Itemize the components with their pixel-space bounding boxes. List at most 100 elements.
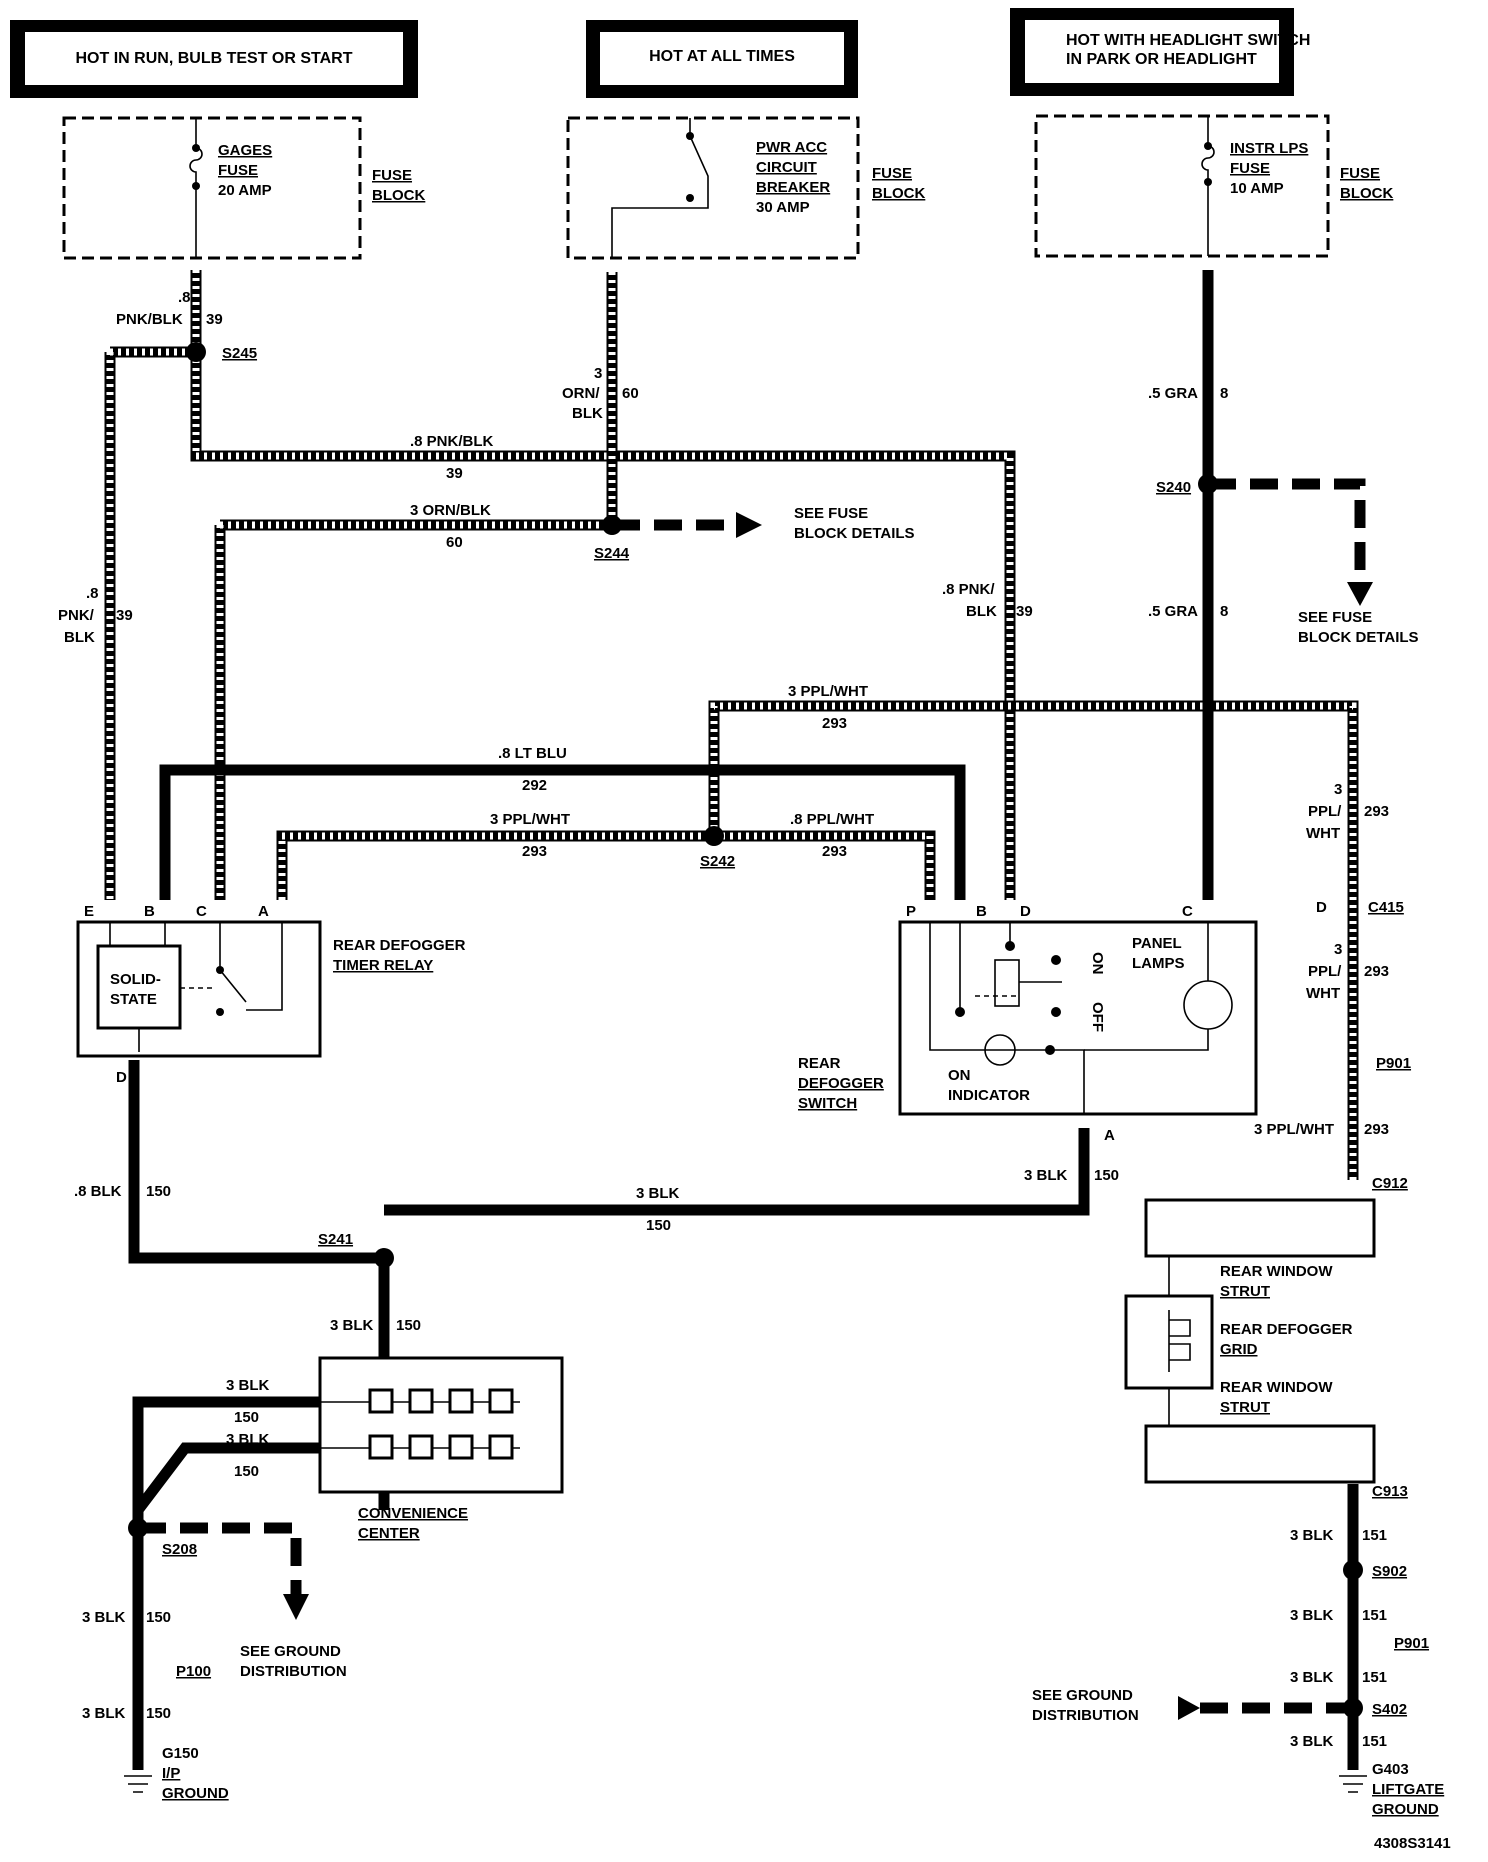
lbl-3-blk-g1: 3 BLK [82,1609,126,1626]
strut-upper-label-2: STRUT [1220,1283,1270,1300]
lbl-151-r4: 151 [1362,1733,1387,1750]
lbl-s240: S240 [1156,479,1191,496]
header-headlight-text-1: HOT WITH HEADLIGHT SWITCH [1066,32,1310,49]
convenience-label-1: CONVENIENCE [358,1505,468,1522]
circuit-label: CIRCUIT [756,159,817,176]
lbl-p100: P100 [176,1663,211,1680]
lbl-c415-pin: D [1316,899,1327,916]
header-headlight-text-2: IN PARK OR HEADLIGHT [1066,51,1257,68]
switch-label-2: DEFOGGER [798,1075,884,1092]
lbl-c912: C912 [1372,1175,1408,1192]
gages-amp-label: 20 AMP [218,182,272,199]
lbl-orn-3: 3 [594,365,602,382]
lbl-blk-top: BLK [572,405,603,422]
lbl-3-blk-mid: 3 BLK [636,1185,680,1202]
on-indicator-label-1: ON [948,1067,971,1084]
lbl-orn-blk-mid: 3 ORN/BLK [410,502,491,519]
wire-39-pnk-blk [104,270,1016,900]
panel-lamps-label-2: LAMPS [1132,955,1185,972]
lbl-60-mid: 60 [446,534,463,551]
fuse-block-label-2b: BLOCK [872,185,925,202]
lbl-blk-right: BLK [966,603,997,620]
lbl-ppl-wht-08: .8 PPL/WHT [790,811,874,828]
lbl-s242: S242 [700,853,735,870]
switch-pin-p: P [906,903,916,920]
lbl-3-blk-sw: 3 BLK [1024,1167,1068,1184]
instr-fuse-label: FUSE [1230,160,1270,177]
lbl-wht-b: WHT [1306,985,1340,1002]
lbl-293-top: 293 [822,715,847,732]
lbl-s208: S208 [162,1541,197,1558]
document-id: 4308S3141 [1374,1835,1451,1852]
see-ground-2b: DISTRIBUTION [1032,1707,1139,1724]
see-ground-2a: SEE GROUND [1032,1687,1133,1704]
lbl-3-blk-r3: 3 BLK [1290,1669,1334,1686]
header-headlight: HOT WITH HEADLIGHT SWITCH IN PARK OR HEA… [1010,8,1310,96]
lbl-151-r1: 151 [1362,1527,1387,1544]
switch-pin-b: B [976,903,987,920]
lbl-s241: S241 [318,1231,353,1248]
rear-defogger-grid [1124,1198,1376,1484]
lbl-150-g1: 150 [146,1609,171,1626]
lbl-3-blk-g2: 3 BLK [82,1705,126,1722]
switch-on-label: ON [1089,952,1106,975]
lbl-ip: I/P [162,1765,180,1782]
switch-off-label: OFF [1089,1002,1106,1032]
lbl-p901-top: P901 [1376,1055,1411,1072]
switch-pin-a: A [1104,1127,1115,1144]
header-run-text: HOT IN RUN, BULB TEST OR START [75,50,352,67]
splices [128,342,1363,1718]
instr-label: INSTR LPS [1230,140,1308,157]
lbl-pnk-blk-mid: .8 PNK/BLK [410,433,494,450]
lbl-g150: G150 [162,1745,199,1762]
lbl-293-b: 293 [1364,963,1389,980]
lbl-60-top: 60 [622,385,639,402]
lbl-293-left: 293 [522,843,547,860]
grid-label-1: REAR DEFOGGER [1220,1321,1353,1338]
solid-state-text-2: STATE [110,991,157,1008]
lbl-pnk-blk-top: PNK/BLK [116,311,183,328]
lbl-3-blk-cc: 3 BLK [330,1317,374,1334]
wire-60-orn-blk [214,272,618,900]
strut-upper-label-1: REAR WINDOW [1220,1263,1333,1280]
see-ground-1b: DISTRIBUTION [240,1663,347,1680]
lbl-150-cc: 150 [396,1317,421,1334]
lbl-08-top: .8 [178,289,191,306]
grid-label-2: GRID [1220,1341,1258,1358]
lbl-gra-bot: .5 GRA [1148,603,1198,620]
rear-defogger-timer-relay: SOLID- STATE [76,920,322,1058]
header-run: HOT IN RUN, BULB TEST OR START [10,20,418,98]
strut-lower-label-1: REAR WINDOW [1220,1379,1333,1396]
lbl-liftgate: LIFTGATE [1372,1781,1444,1798]
wire-292-lt-blu [159,764,966,900]
lbl-gra-top: .5 GRA [1148,385,1198,402]
switch-pin-d: D [1020,903,1031,920]
see-fuse-2b: BLOCK DETAILS [1298,629,1419,646]
lbl-292: 292 [522,777,547,794]
lbl-ground-left: GROUND [162,1785,229,1802]
see-ground-1a: SEE GROUND [240,1643,341,1660]
instr-amp-label: 10 AMP [1230,180,1284,197]
lbl-08-blk: .8 BLK [74,1183,122,1200]
lbl-150-c1: 150 [234,1409,259,1426]
lbl-c415: C415 [1368,899,1404,916]
lbl-39-mid: 39 [446,465,463,482]
fuse-block-instr: INSTR LPS FUSE 10 AMP [1034,114,1330,258]
lbl-s245: S245 [222,345,257,362]
lbl-ppl-wht-top: 3 PPL/WHT [788,683,868,700]
gages-fuse-label: FUSE [218,162,258,179]
lbl-pnk-right: .8 PNK/ [942,581,995,598]
dashed-leaders [138,478,1373,1720]
strut-lower-label-2: STRUT [1220,1399,1270,1416]
lbl-39-top: 39 [206,311,223,328]
lbl-p901-bot: P901 [1394,1635,1429,1652]
fuse-block-label-3a: FUSE [1340,165,1380,182]
relay-pin-a: A [258,903,269,920]
lbl-293-c: 293 [1364,1121,1389,1138]
switch-label-1: REAR [798,1055,841,1072]
fuse-block-label-3b: BLOCK [1340,185,1393,202]
relay-pin-c: C [196,903,207,920]
see-fuse-2a: SEE FUSE [1298,609,1372,626]
lbl-39-right: 39 [1016,603,1033,620]
lbl-ppl-b: PPL/ [1308,963,1342,980]
